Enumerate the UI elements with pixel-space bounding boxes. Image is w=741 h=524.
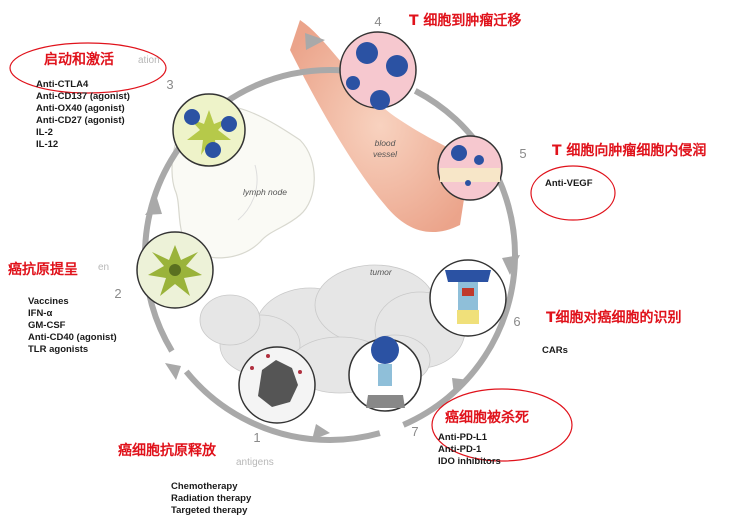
step4-illustration bbox=[339, 31, 417, 110]
step-number-4: 4 bbox=[374, 14, 382, 29]
step-number-3: 3 bbox=[166, 77, 174, 92]
step5-illustration bbox=[437, 135, 503, 201]
step2-agents: Vaccines IFN-α GM-CSF Anti-CD40 (agonist… bbox=[28, 296, 117, 356]
step-number-5: 5 bbox=[519, 146, 527, 161]
step3-partial-caption: ation bbox=[138, 55, 160, 66]
agent-item: IL-2 bbox=[36, 127, 53, 138]
agent-item: Vaccines bbox=[28, 296, 69, 307]
step3-illustration bbox=[172, 93, 246, 167]
agent-item: Chemotherapy bbox=[171, 481, 238, 492]
step-number-7: 7 bbox=[411, 424, 419, 439]
red-annotation-circles bbox=[9, 42, 616, 462]
step1-illustration bbox=[238, 346, 316, 424]
step5-agents: Anti-VEGF bbox=[545, 178, 593, 190]
tumor-label: tumor bbox=[370, 267, 392, 277]
step2-partial-caption: en bbox=[98, 262, 110, 273]
step5-title: T 细胞向肿瘤细胞内侵润 bbox=[552, 143, 707, 159]
agent-item: TLR agonists bbox=[28, 344, 89, 355]
step7-title: 癌细胞被杀死 bbox=[445, 410, 529, 426]
agent-item: Anti-CTLA4 bbox=[36, 79, 89, 90]
step6-title: T细胞对癌细胞的识别 bbox=[546, 310, 682, 326]
step6-agents: CARs bbox=[542, 345, 568, 357]
step1-agents: Chemotherapy Radiation therapy Targeted … bbox=[171, 481, 251, 517]
step1-partial-caption: antigens bbox=[236, 457, 274, 468]
blood-vessel-label: blood vessel bbox=[372, 138, 398, 159]
agent-item: IL-12 bbox=[36, 139, 59, 150]
agent-item: Anti-PD-L1 bbox=[438, 432, 488, 443]
step1-title: 癌细胞抗原释放 bbox=[118, 443, 216, 459]
agent-item: Anti-CD137 (agonist) bbox=[36, 91, 130, 102]
step4-title: T 细胞到肿瘤迁移 bbox=[409, 13, 522, 29]
agent-item: Radiation therapy bbox=[171, 493, 252, 504]
step7-illustration bbox=[348, 336, 422, 412]
agent-item: IDO inhibitors bbox=[438, 456, 501, 467]
agent-item: Anti-CD27 (agonist) bbox=[36, 115, 125, 126]
agent-item: GM-CSF bbox=[28, 320, 66, 331]
lymph-node-label: lymph node bbox=[243, 187, 287, 197]
step-number-2: 2 bbox=[114, 286, 122, 301]
step2-illustration bbox=[136, 231, 214, 309]
step3-agents: Anti-CTLA4 Anti-CD137 (agonist) Anti-OX4… bbox=[36, 79, 130, 151]
agent-item: Anti-OX40 (agonist) bbox=[36, 103, 125, 114]
step-number-6: 6 bbox=[513, 314, 521, 329]
agent-item: IFN-α bbox=[28, 308, 53, 319]
step2-title: 癌抗原提呈 bbox=[8, 262, 78, 278]
tumor-mass bbox=[199, 264, 466, 394]
agent-item: CARs bbox=[542, 345, 568, 356]
step6-illustration bbox=[429, 259, 507, 337]
agent-item: Targeted therapy bbox=[171, 505, 248, 516]
agent-item: Anti-VEGF bbox=[545, 178, 593, 189]
agent-item: Anti-PD-1 bbox=[438, 444, 482, 455]
step7-agents: Anti-PD-L1 Anti-PD-1 IDO inhibitors bbox=[438, 432, 501, 468]
agent-item: Anti-CD40 (agonist) bbox=[28, 332, 117, 343]
step3-title: 启动和激活 bbox=[44, 52, 114, 68]
step-number-1: 1 bbox=[253, 430, 261, 445]
